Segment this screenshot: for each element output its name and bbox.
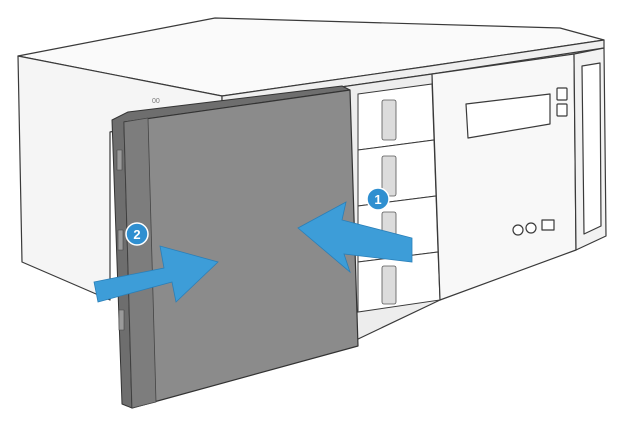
usb-port (541, 219, 555, 231)
arrow-2-shape (93, 245, 219, 303)
arrow-1-shape (297, 201, 413, 274)
step-1-badge: 1 (366, 187, 390, 211)
step-1-arrow (297, 201, 413, 274)
cover-tab-1 (116, 149, 123, 171)
step-2-arrow (93, 245, 219, 303)
copy-button (525, 222, 537, 234)
chassis-right-section (573, 47, 607, 251)
front-control-panel (431, 53, 577, 301)
power-button (512, 224, 524, 236)
right-end-slot (581, 62, 602, 235)
bay-1-handle (381, 99, 397, 141)
step-2-number: 2 (133, 227, 140, 242)
step-2-badge-circle (125, 222, 149, 246)
step-2-badge: 2 (125, 222, 149, 246)
lcd-display (465, 93, 551, 139)
chassis-marking: 00 (152, 98, 160, 105)
step-1-badge-circle (366, 187, 390, 211)
control-panel-face (431, 53, 577, 301)
cover-tab-2 (117, 229, 124, 251)
panel-button-up (556, 87, 568, 101)
cover-left-rim (123, 117, 157, 409)
step-1-number: 1 (374, 192, 381, 207)
cover-tab-3 (118, 309, 125, 331)
bay-4-handle (381, 265, 397, 305)
front-cover-panel (111, 85, 359, 409)
panel-button-down (556, 103, 568, 117)
